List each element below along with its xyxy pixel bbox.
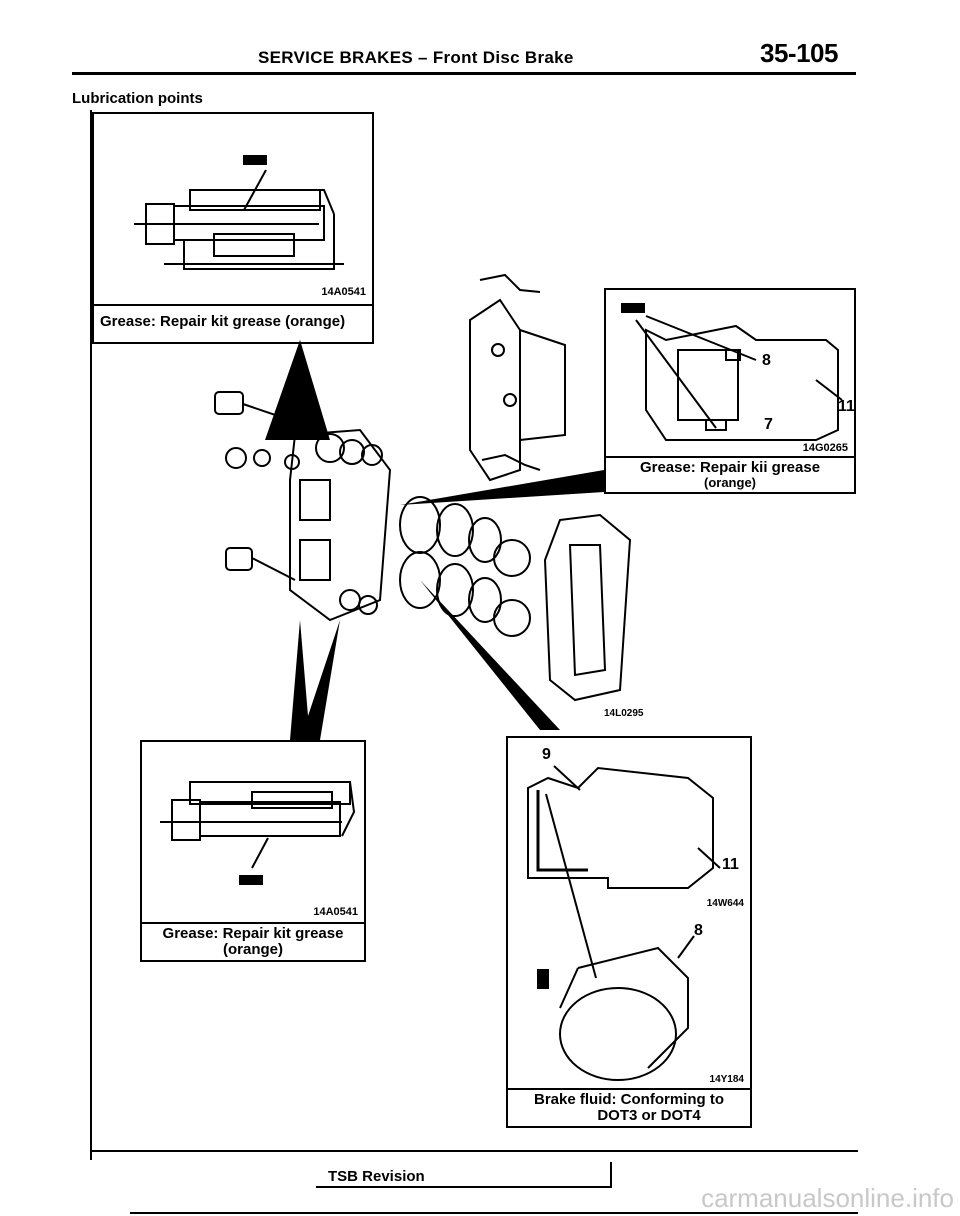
figure-caption-line1: Brake fluid: Conforming to: [534, 1091, 724, 1108]
callout-8: 8: [694, 922, 703, 939]
figure-top-right: 8 7 11 14G0265 Grease: Repair kii grease…: [604, 288, 856, 494]
figure-top-left: 14A0541 Grease: Repair kit grease (orang…: [92, 112, 374, 344]
caliper-pin-drawing-bottom: [160, 781, 356, 885]
callout-11: 11: [722, 856, 739, 873]
callout-9: 9: [542, 746, 551, 763]
caption-divider: [606, 456, 854, 458]
bottom-rule: [130, 1212, 858, 1214]
figure-code-upper: 14W644: [706, 898, 744, 909]
page-header-title: SERVICE BRAKES – Front Disc Brake: [258, 48, 574, 67]
caption-divider: [142, 922, 364, 924]
tsb-revision-box: TSB Revision: [316, 1162, 612, 1188]
pad-shim-drawing: [621, 303, 843, 441]
caption-divider: [508, 1088, 750, 1090]
figure-caption: Grease: Repair kit grease (orange): [100, 313, 346, 330]
figure-caption-line2: (orange): [223, 941, 283, 958]
page-number: 35-105: [760, 38, 838, 68]
tsb-revision-label: TSB Revision: [328, 1168, 425, 1185]
caption-divider: [94, 304, 372, 306]
center-figure-code: 14L0295: [604, 708, 644, 719]
left-margin-rule: [90, 110, 92, 1160]
header-rule: [72, 72, 856, 75]
figure-code: 14G0265: [802, 442, 848, 454]
piston-seal-drawing: [527, 765, 721, 1081]
figure-code-lower: 14Y184: [709, 1074, 744, 1085]
figure-bottom-right: 9 11 14W644 8 14Y184 Brake fluid: Confor…: [506, 736, 752, 1128]
figure-bottom-left: 14A0541 Grease: Repair kit grease (orang…: [140, 740, 366, 962]
figure-caption-line1: Grease: Repair kii grease: [639, 459, 821, 476]
caliper-pin-drawing-top: [134, 155, 344, 270]
figure-code: 14A0541: [321, 286, 366, 298]
figure-caption-line2: (orange): [704, 475, 756, 490]
watermark: carmanualsonline.info: [701, 1183, 954, 1213]
section-title: Lubrication points: [72, 90, 203, 107]
figure-caption-line1: Grease: Repair kit grease: [162, 925, 344, 942]
figure-code: 14A0541: [313, 906, 358, 918]
callout-7: 7: [764, 416, 773, 433]
footer-rule: [92, 1150, 858, 1152]
callout-8: 8: [762, 352, 771, 369]
callout-11: 11: [838, 398, 855, 415]
figure-caption-line2: DOT3 or DOT4: [597, 1107, 701, 1124]
